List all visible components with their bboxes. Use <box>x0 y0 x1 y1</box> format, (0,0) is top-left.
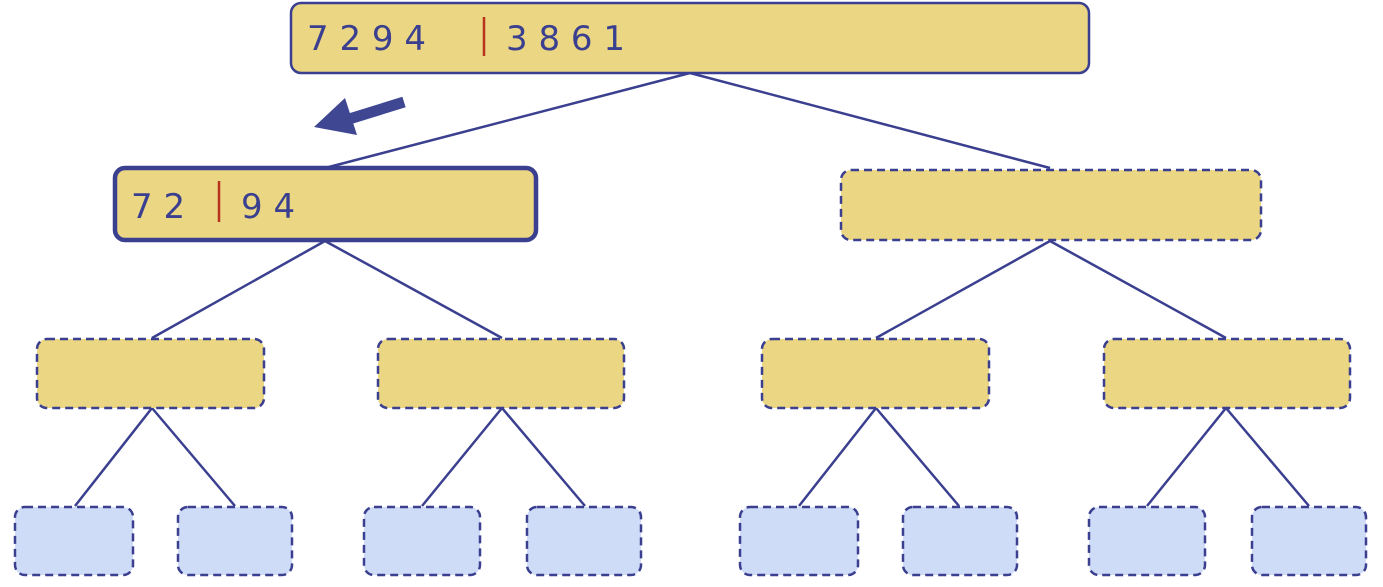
arrow-left-icon <box>314 96 406 135</box>
pending-level2-nodes <box>35 337 1352 410</box>
edge-l1-lr <box>324 239 503 340</box>
pending-node-level2 <box>35 337 266 410</box>
edge-l1-ll <box>151 239 326 340</box>
leaf-node <box>525 505 643 577</box>
leaf-node <box>738 505 860 577</box>
edge-l2a-leaf1 <box>74 407 153 507</box>
tree-edges <box>74 71 1310 507</box>
leaf-node <box>1250 505 1368 577</box>
leaf-node <box>362 505 482 577</box>
pending-node-level2 <box>1102 337 1352 410</box>
edge-l2b-leaf4 <box>501 407 586 507</box>
leaf-nodes <box>13 505 1368 577</box>
leaf-node <box>1087 505 1207 577</box>
root-node-box <box>289 1 1091 75</box>
edge-l2d-leaf7 <box>1146 407 1227 507</box>
edge-l2c-leaf6 <box>875 407 960 507</box>
edge-r1-rl <box>875 239 1051 340</box>
root-left-values: 7 2 9 4 <box>307 19 426 59</box>
active-left-values: 7 2 <box>131 187 185 227</box>
pending-node-level2 <box>376 337 626 410</box>
edge-l2d-leaf8 <box>1225 407 1310 507</box>
edge-l2c-leaf5 <box>798 407 877 507</box>
pending-node-level2 <box>760 337 991 410</box>
edge-l2a-leaf2 <box>151 407 236 507</box>
edge-root-right <box>689 71 1051 170</box>
active-node: 7 2 9 4 <box>112 165 539 243</box>
edge-l2b-leaf3 <box>421 407 503 507</box>
root-right-values: 3 8 6 1 <box>506 19 625 59</box>
leaf-node <box>13 505 135 577</box>
leaf-node <box>176 505 294 577</box>
edge-r1-rr <box>1049 239 1227 340</box>
leaf-node <box>901 505 1019 577</box>
pending-node-level1-right <box>839 168 1263 242</box>
root-node: 7 2 9 4 3 8 6 1 <box>289 1 1091 75</box>
active-right-values: 9 4 <box>241 187 295 227</box>
edge-root-left <box>324 71 691 170</box>
